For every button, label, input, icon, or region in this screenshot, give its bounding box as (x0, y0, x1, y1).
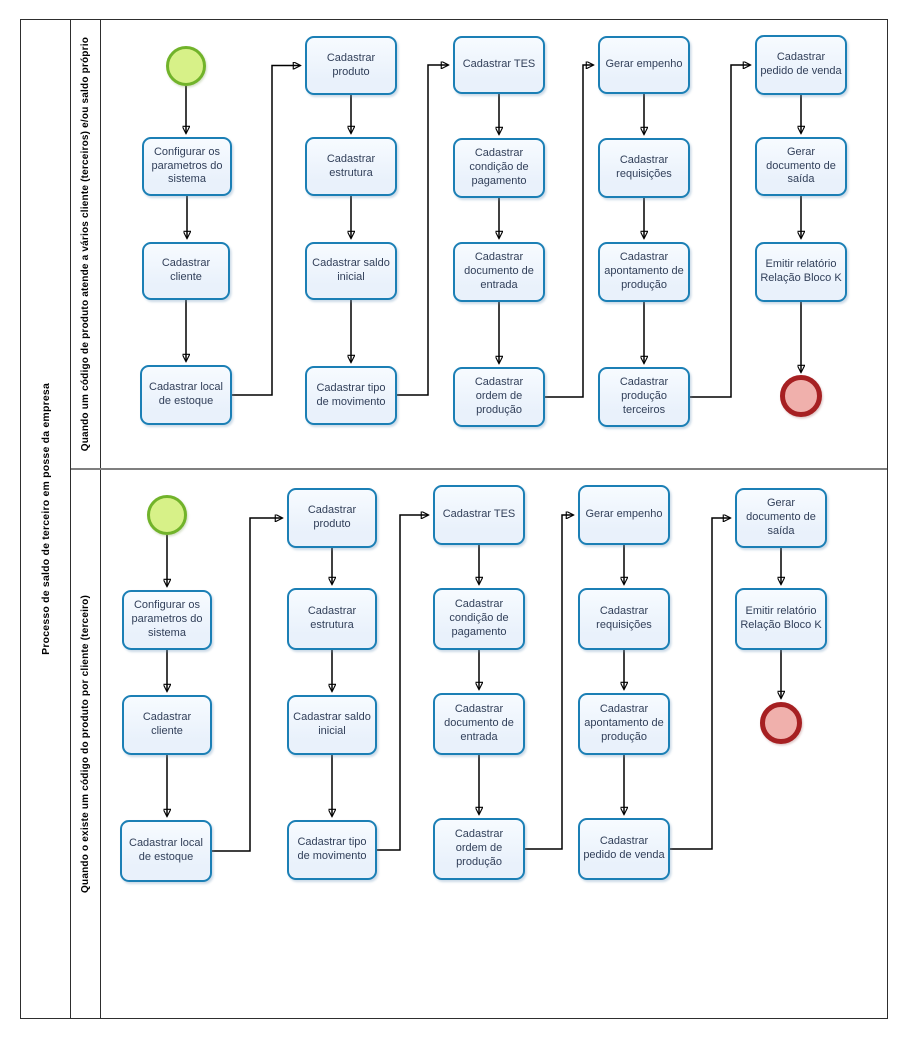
task-l2-cadastrar-ordem-producao[interactable]: Cadastrar ordem de produção (433, 818, 525, 880)
lane2-end-event[interactable] (760, 702, 802, 744)
task-l2-cadastrar-requisicoes[interactable]: Cadastrar requisições (578, 588, 670, 650)
task-label: Cadastrar saldo inicial (312, 257, 390, 283)
task-label: Cadastrar pedido de venda (760, 51, 842, 77)
task-label: Cadastrar cliente (142, 711, 192, 737)
flow-arrow (212, 518, 282, 852)
task-l1-gerar-documento-saida[interactable]: Gerar documento de saída (755, 137, 847, 196)
task-label: Cadastrar pedido de venda (583, 835, 665, 861)
lane-codigo-por-cliente: Quando o existe um código do produto por… (71, 468, 887, 1018)
task-l2-gerar-documento-saida[interactable]: Gerar documento de saída (735, 488, 827, 548)
task-l2-emitir-relatorio-bloco-k[interactable]: Emitir relatório Relação Bloco K (735, 588, 827, 650)
flow-arrow (377, 515, 428, 851)
task-l2-cadastrar-pedido-venda[interactable]: Cadastrar pedido de venda (578, 818, 670, 880)
flow-arrow (232, 66, 300, 396)
task-l2-configurar-parametros[interactable]: Configurar os parametros do sistema (122, 590, 212, 650)
task-label: Cadastrar requisições (596, 605, 652, 631)
task-l2-cadastrar-condicao-pagamento[interactable]: Cadastrar condição de pagamento (433, 588, 525, 650)
task-l2-cadastrar-produto[interactable]: Cadastrar produto (287, 488, 377, 548)
task-label: Cadastrar ordem de produção (474, 376, 524, 416)
lane-2-label-strip: Quando o existe um código do produto por… (71, 470, 101, 1018)
task-l2-cadastrar-tes[interactable]: Cadastrar TES (433, 485, 525, 545)
task-label: Cadastrar tipo de movimento (316, 381, 386, 408)
flow-arrow (525, 515, 573, 850)
task-l2-cadastrar-documento-entrada[interactable]: Cadastrar documento de entrada (433, 693, 525, 755)
task-l1-cadastrar-producao-terceiros[interactable]: Cadastrar produção terceiros (598, 367, 690, 427)
task-l1-cadastrar-requisicoes[interactable]: Cadastrar requisições (598, 138, 690, 198)
task-l1-cadastrar-condicao-pagamento[interactable]: Cadastrar condição de pagamento (453, 138, 545, 198)
task-label: Configurar os parametros do sistema (151, 145, 223, 186)
task-label: Cadastrar produto (326, 51, 376, 78)
task-l1-emitir-relatorio-bloco-k[interactable]: Emitir relatório Relação Bloco K (755, 242, 847, 302)
task-l1-cadastrar-pedido-venda[interactable]: Cadastrar pedido de venda (755, 35, 847, 95)
task-label: Cadastrar produto (307, 504, 357, 530)
task-label: Cadastrar tipo de movimento (297, 836, 367, 862)
task-label: Cadastrar apontamento de produção (604, 251, 684, 291)
task-l1-cadastrar-tes[interactable]: Cadastrar TES (453, 36, 545, 94)
task-l2-cadastrar-cliente[interactable]: Cadastrar cliente (122, 695, 212, 755)
task-l2-cadastrar-estrutura[interactable]: Cadastrar estrutura (287, 588, 377, 650)
task-l1-cadastrar-estrutura[interactable]: Cadastrar estrutura (305, 137, 397, 196)
task-label: Cadastrar requisições (616, 154, 672, 180)
task-label: Configurar os parametros do sistema (131, 599, 203, 639)
task-label: Cadastrar condição de pagamento (469, 147, 529, 187)
task-label: Cadastrar saldo inicial (293, 711, 371, 737)
task-l1-cadastrar-local-estoque[interactable]: Cadastrar local de estoque (140, 365, 232, 425)
task-label: Emitir relatório Relação Bloco K (760, 258, 842, 284)
task-l1-cadastrar-apontamento-producao[interactable]: Cadastrar apontamento de produção (598, 242, 690, 302)
task-label: Cadastrar cliente (161, 257, 211, 283)
task-label: Gerar documento de saída (766, 145, 836, 186)
flow-arrow (670, 518, 730, 850)
task-label: Cadastrar estrutura (326, 152, 376, 179)
task-label: Gerar empenho (585, 508, 663, 521)
task-label: Cadastrar TES (442, 508, 516, 521)
task-label: Gerar documento de saída (746, 497, 816, 537)
task-label: Cadastrar local de estoque (129, 837, 203, 863)
task-l1-cadastrar-documento-entrada[interactable]: Cadastrar documento de entrada (453, 242, 545, 302)
task-label: Cadastrar condição de pagamento (449, 598, 509, 638)
task-l2-cadastrar-tipo-movimento[interactable]: Cadastrar tipo de movimento (287, 820, 377, 880)
task-l1-gerar-empenho[interactable]: Gerar empenho (598, 36, 690, 94)
task-l1-cadastrar-tipo-movimento[interactable]: Cadastrar tipo de movimento (305, 366, 397, 425)
task-l1-cadastrar-saldo-inicial[interactable]: Cadastrar saldo inicial (305, 242, 397, 300)
lane-1-label-strip: Quando um código de produto atende a vár… (71, 20, 101, 468)
flow-arrow (397, 65, 448, 396)
task-label: Cadastrar produção terceiros (619, 376, 669, 416)
task-l1-cadastrar-ordem-producao[interactable]: Cadastrar ordem de produção (453, 367, 545, 427)
lane-saldo-proprio: Quando um código de produto atende a vár… (71, 20, 887, 468)
task-label: Emitir relatório Relação Bloco K (740, 605, 822, 631)
task-l2-cadastrar-saldo-inicial[interactable]: Cadastrar saldo inicial (287, 695, 377, 755)
task-l1-cadastrar-cliente[interactable]: Cadastrar cliente (142, 242, 230, 300)
task-l2-gerar-empenho[interactable]: Gerar empenho (578, 485, 670, 545)
pool-title-strip: Processo de saldo de terceiro em posse d… (21, 20, 71, 1018)
task-l1-cadastrar-produto[interactable]: Cadastrar produto (305, 36, 397, 95)
flow-arrow (690, 65, 750, 398)
lane2-start-event[interactable] (147, 495, 187, 535)
task-label: Cadastrar apontamento de produção (584, 703, 664, 743)
task-label: Cadastrar estrutura (307, 605, 357, 631)
task-label: Gerar empenho (605, 58, 683, 71)
task-l2-cadastrar-apontamento-producao[interactable]: Cadastrar apontamento de produção (578, 693, 670, 755)
task-label: Cadastrar documento de entrada (444, 703, 514, 743)
lane1-start-event[interactable] (166, 46, 206, 86)
task-l2-cadastrar-local-estoque[interactable]: Cadastrar local de estoque (120, 820, 212, 882)
task-label: Cadastrar documento de entrada (464, 251, 534, 291)
task-label: Cadastrar local de estoque (149, 381, 223, 407)
task-label: Cadastrar TES (462, 58, 536, 71)
flow-arrow (545, 65, 593, 398)
task-l1-configurar-parametros[interactable]: Configurar os parametros do sistema (142, 137, 232, 196)
task-label: Cadastrar ordem de produção (454, 828, 504, 868)
lane1-end-event[interactable] (780, 375, 822, 417)
